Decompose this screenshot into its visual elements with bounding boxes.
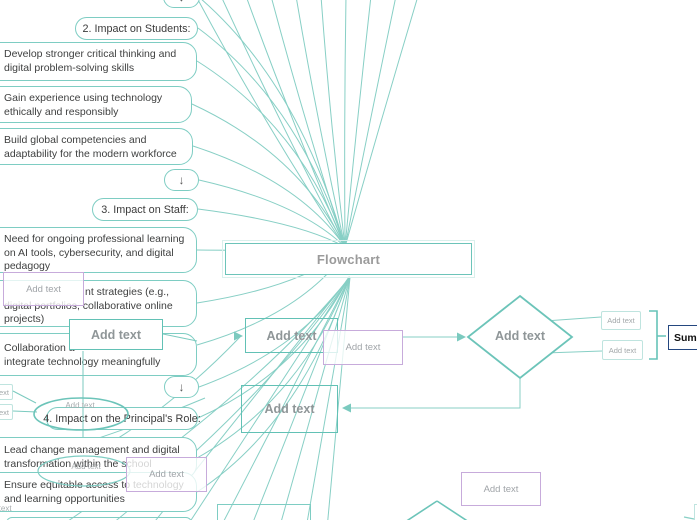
placeholder-label: Add text [607, 316, 635, 325]
addtext-teal-box-2[interactable]: Add text [241, 385, 338, 433]
summary-node[interactable]: Summ [668, 325, 697, 350]
node-impact-principal-header[interactable]: 4. Impact on the Principal's Role: [43, 407, 201, 430]
decision-diamond-label: Add text [468, 325, 572, 347]
node-label: 3. Impact on Staff: [101, 203, 189, 216]
arrow-node-top[interactable]: ↓ [163, 0, 200, 8]
node-line: and learning opportunities [4, 492, 125, 505]
clipped-addtext-box-1[interactable]: Add text [0, 384, 13, 400]
bracket-shape[interactable] [649, 310, 666, 360]
bottom-right-partial-node[interactable] [694, 504, 697, 520]
flowchart-title: Flowchart [316, 251, 381, 267]
placeholder-label: Add text [483, 483, 519, 495]
node-label: 4. Impact on the Principal's Role: [43, 412, 201, 425]
node-label: Gain experience using technology ethical… [4, 92, 163, 118]
clipped-addtext-label: d text [0, 504, 12, 513]
node-impact-students-header[interactable]: 2. Impact on Students: [75, 17, 198, 40]
arrow-node-2[interactable]: ↓ [164, 376, 199, 398]
node-label: 2. Impact on Students: [82, 22, 191, 35]
bottom-mid-partial-node[interactable] [217, 504, 311, 520]
arrowhead-into-addtext1 [234, 331, 243, 341]
node-impact-staff-header[interactable]: 3. Impact on Staff: [92, 198, 198, 221]
arrow-symbol: ↓ [178, 173, 185, 187]
summary-label: Summ [674, 331, 697, 344]
ellipse-addtext-label-2: Add text [71, 462, 101, 471]
node-line: projects) [4, 313, 45, 326]
addtext-small-box-1[interactable]: Add text [601, 311, 641, 330]
placeholder-label: Add text [345, 342, 381, 353]
arrowhead-into-addtext2 [342, 403, 351, 413]
placeholder-label: Add text [264, 402, 315, 416]
addtext-purple-box-principal[interactable]: Add text [126, 457, 207, 492]
addtext-purple-box-center[interactable]: Add text [323, 330, 403, 365]
addtext-teal-box-left[interactable]: Add text [69, 319, 163, 350]
placeholder-label: Add text [149, 469, 184, 480]
addtext-small-box-2[interactable]: Add text [602, 340, 643, 360]
arrow-node-1[interactable]: ↓ [164, 169, 199, 191]
placeholder-label: Add text [0, 407, 9, 417]
addtext-purple-box-left[interactable]: Add text [3, 272, 84, 306]
arrow-symbol: ↓ [178, 380, 185, 394]
placeholder-label: Add text [0, 387, 9, 397]
node-label: Need for ongoing professional learning o… [4, 233, 185, 273]
node-label: Build global competencies and adaptabili… [4, 134, 177, 160]
flowchart-root-node[interactable]: Flowchart [222, 240, 475, 278]
node-line: Lead change management and digital [4, 444, 180, 456]
node-professional-learning[interactable]: Need for ongoing professional learning o… [0, 227, 197, 273]
placeholder-label: Add text [26, 283, 61, 295]
node-build-competencies[interactable]: Build global competencies and adaptabili… [0, 128, 193, 165]
placeholder-label: Add text [91, 327, 141, 342]
placeholder-label: Add text [266, 328, 317, 343]
arrow-symbol: ↓ [179, 0, 185, 4]
node-line: integrate technology meaningfully [4, 355, 161, 368]
node-develop-critical-thinking[interactable]: Develop stronger critical thinking and d… [0, 42, 197, 81]
clipped-addtext-box-2[interactable]: Add text [0, 404, 13, 420]
addtext-purple-box-bottom[interactable]: Add text [461, 472, 541, 506]
placeholder-label: Add text [495, 329, 545, 343]
arrowhead-into-diamond [457, 332, 466, 342]
node-label: Develop stronger critical thinking and d… [4, 48, 177, 74]
node-gain-experience[interactable]: Gain experience using technology ethical… [0, 86, 192, 123]
ellipse-addtext-label-1: Add text [65, 401, 95, 410]
placeholder-label: Add text [608, 345, 637, 355]
